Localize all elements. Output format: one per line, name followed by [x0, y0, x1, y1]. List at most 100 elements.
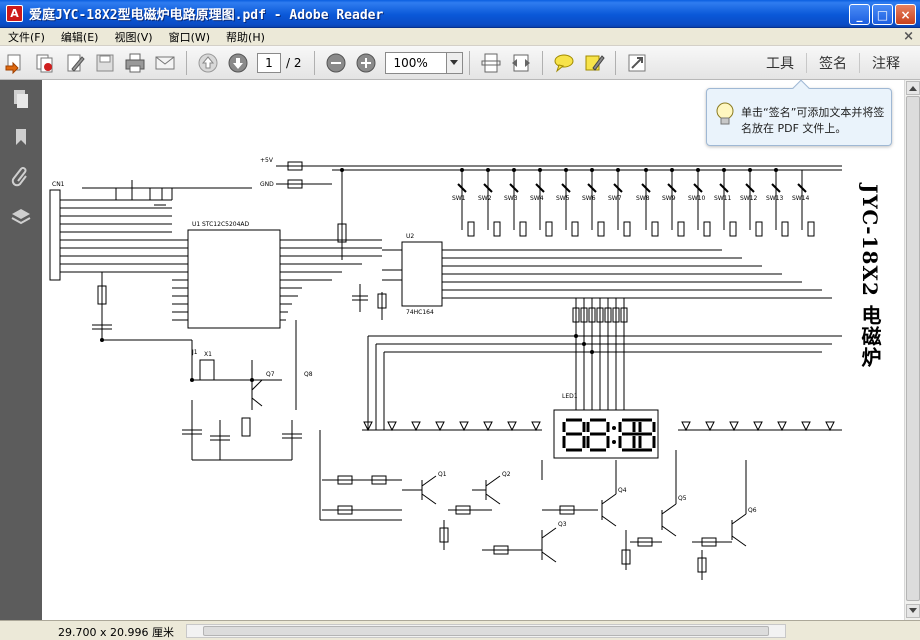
edit-document-icon: [67, 54, 85, 72]
chevron-down-icon: [909, 608, 917, 613]
pages-icon: [14, 90, 28, 108]
scroll-up-button[interactable]: [906, 81, 920, 95]
fit-page-button[interactable]: [478, 50, 504, 76]
toolbar-separator: [614, 50, 616, 75]
label-sw9: SW9: [662, 195, 676, 202]
full-screen-button[interactable]: [624, 50, 650, 76]
label-q1: Q1: [438, 471, 447, 478]
label-sw7: SW7: [608, 195, 622, 202]
label-q7: Q7: [266, 371, 275, 378]
speech-bubble-icon: [554, 54, 573, 73]
menu-window[interactable]: 窗口(W): [168, 30, 211, 44]
label-u2: U2: [406, 233, 414, 240]
menu-file[interactable]: 文件(F): [8, 30, 45, 44]
label-u1: U1: [192, 221, 200, 228]
lightbulb-icon: [716, 102, 734, 125]
page-total: / 2: [286, 55, 302, 70]
paperclip-icon: [11, 167, 27, 187]
label-sw3: SW3: [504, 195, 518, 202]
label-q2: Q2: [502, 471, 511, 478]
window-controls: _ □ ×: [849, 4, 916, 25]
zoom-dropdown-button[interactable]: [446, 51, 463, 74]
tools-link[interactable]: 工具: [766, 56, 794, 72]
print-button[interactable]: [122, 50, 148, 76]
zoom-level-input[interactable]: 100%: [384, 51, 447, 74]
print-icon: [125, 53, 145, 72]
scroll-down-button[interactable]: [906, 604, 920, 618]
comment-button[interactable]: [551, 50, 577, 76]
minimize-button[interactable]: _: [849, 4, 870, 25]
maximize-button[interactable]: □: [872, 4, 893, 25]
label-x1: X1: [204, 351, 212, 358]
circuit-schematic: CN1 U1 STC12C5204AD U2 74HC164 LED1 J1 X…: [49, 157, 842, 580]
minus-icon: [326, 53, 345, 72]
layers-button[interactable]: [10, 206, 32, 228]
label-u1-part: STC12C5204AD: [202, 221, 250, 228]
save-button[interactable]: [92, 50, 118, 76]
label-led1: LED1: [562, 393, 578, 400]
comment-link[interactable]: 注释: [859, 53, 912, 73]
toolbar-separator: [541, 50, 543, 75]
expand-icon: [628, 54, 645, 71]
vertical-scrollbar[interactable]: [904, 80, 920, 620]
save-icon: [96, 54, 114, 71]
page-thumbnails-button[interactable]: [10, 88, 32, 110]
adobe-reader-icon: A: [6, 5, 23, 22]
sign-tooltip: 单击“签名”可添加文本并将签名放在 PDF 文件上。: [706, 79, 892, 146]
menu-edit[interactable]: 编辑(E): [60, 30, 99, 44]
status-bar: 29.700 x 20.996 厘米: [0, 620, 920, 640]
email-button[interactable]: [152, 50, 178, 76]
create-pdf-icon: [5, 54, 21, 74]
sign-link[interactable]: 签名: [806, 53, 859, 73]
arrow-up-icon: [198, 53, 218, 72]
label-sw4: SW4: [530, 195, 544, 202]
right-toolbar-links: 工具 签名 注释: [754, 46, 912, 80]
toolbar: 1 / 2 100% 工具 签名 注释: [0, 46, 920, 80]
combine-files-button[interactable]: [32, 50, 58, 76]
label-sw13: SW13: [766, 195, 784, 202]
label-cn1: CN1: [52, 181, 65, 188]
combine-files-icon: [36, 54, 53, 72]
label-sw2: SW2: [478, 195, 492, 202]
chevron-down-icon: [450, 59, 458, 65]
label-sw11: SW11: [714, 195, 732, 202]
highlight-button[interactable]: [581, 50, 607, 76]
fit-width-button[interactable]: [508, 50, 534, 76]
zoom-in-button[interactable]: [353, 50, 379, 76]
vertical-scroll-thumb[interactable]: [906, 96, 920, 601]
label-sw8: SW8: [636, 195, 650, 202]
plus-icon: [356, 53, 375, 72]
menu-view[interactable]: 视图(V): [114, 30, 153, 44]
attachments-button[interactable]: [10, 166, 32, 188]
menu-help[interactable]: 帮助(H): [226, 30, 265, 44]
window-title: 爱庭JYC-18X2型电磁炉电路原理图.pdf - Adobe Reader: [29, 8, 384, 23]
label-vcc: +5V: [260, 157, 274, 164]
fit-page-icon: [481, 53, 500, 72]
label-q3: Q3: [558, 521, 567, 528]
document-view[interactable]: CN1 U1 STC12C5204AD U2 74HC164 LED1 J1 X…: [42, 80, 904, 620]
close-button[interactable]: ×: [895, 4, 916, 25]
layers-icon: [11, 209, 31, 225]
page-number-input[interactable]: 1: [257, 52, 281, 73]
menu-bar: 文件(F) 编辑(E) 视图(V) 窗口(W) 帮助(H) ×: [0, 28, 920, 46]
previous-page-button[interactable]: [195, 50, 221, 76]
label-j1: J1: [191, 349, 198, 356]
horizontal-scroll-thumb[interactable]: [203, 626, 769, 636]
bookmark-icon: [16, 129, 26, 145]
horizontal-scrollbar[interactable]: [186, 624, 786, 638]
arrow-down-icon: [228, 53, 248, 72]
label-sw6: SW6: [582, 195, 596, 202]
bookmarks-button[interactable]: [10, 126, 32, 148]
toolbar-separator: [468, 50, 470, 75]
edit-button[interactable]: [62, 50, 88, 76]
label-sw10: SW10: [688, 195, 706, 202]
toolbar-separator: [186, 50, 187, 75]
close-document-icon[interactable]: ×: [903, 29, 914, 44]
create-pdf-button[interactable]: [2, 50, 28, 76]
label-sw14: SW14: [792, 195, 810, 202]
next-page-button[interactable]: [225, 50, 251, 76]
label-q8: Q8: [304, 371, 313, 378]
zoom-out-button[interactable]: [323, 50, 349, 76]
navigation-panel: [0, 80, 42, 620]
label-sw1: SW1: [452, 195, 466, 202]
